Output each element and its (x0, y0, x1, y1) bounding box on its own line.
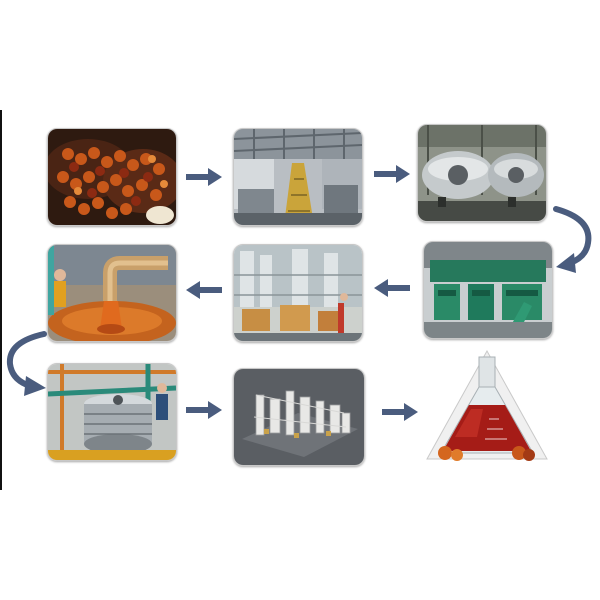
left-edge-rule (0, 110, 2, 490)
flow-arrow-6-to-7-curved (4, 328, 50, 398)
flow-arrow-7-to-8 (186, 401, 222, 419)
flow-arrow-1-to-2 (186, 168, 222, 186)
step-8-refinery-plant-3d-model (233, 368, 365, 466)
flow-arrow-8-to-9 (382, 403, 418, 421)
step-9-refined-red-palm-oil-flask (423, 349, 551, 461)
flow-arrow-5-to-6 (186, 281, 222, 299)
step-7-oil-filtration-equipment (47, 363, 177, 461)
step-2-sterilizer-loading-hall (233, 128, 363, 226)
step-1-fresh-fruit-bunches (47, 128, 177, 226)
flow-arrow-3-to-4-curved (552, 205, 596, 275)
flow-arrow-2-to-3 (374, 165, 410, 183)
step-5-crude-oil-clarification-tanks (233, 244, 363, 342)
step-3-horizontal-sterilizer-tanks (417, 124, 547, 222)
flow-arrow-4-to-5 (374, 279, 410, 297)
step-4-green-press-machinery (423, 241, 553, 339)
step-6-crude-palm-oil-pouring (47, 244, 177, 342)
